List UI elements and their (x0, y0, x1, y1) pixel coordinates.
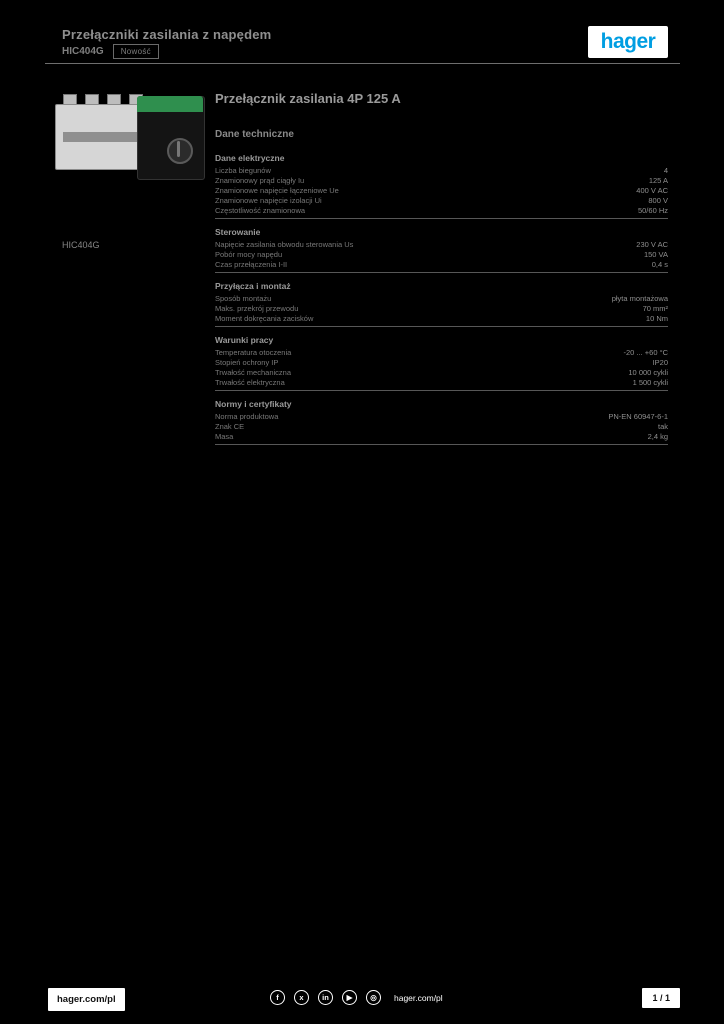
instagram-icon[interactable]: ◎ (366, 990, 381, 1005)
spec-row: Częstotliwość znamionowa 50/60 Hz (215, 205, 668, 215)
spec-label: Napięcie zasilania obwodu sterowania Us (215, 239, 354, 249)
spec-value: płyta montażowa (611, 293, 668, 303)
spec-group-title: Sterowanie (215, 227, 261, 237)
spec-group-title: Normy i certyfikaty (215, 399, 292, 409)
spec-row: Liczba biegunów 4 (215, 165, 668, 175)
spec-value: -20 ... +60 °C (623, 347, 668, 357)
spec-value: 1 500 cykli (632, 377, 668, 387)
footer-website-link[interactable]: hager.com/pl (48, 988, 125, 1011)
hager-logo: hager (588, 26, 668, 58)
spec-row: Norma produktowa PN-EN 60947-6-1 (215, 411, 668, 421)
spec-row: Czas przełączenia I-II 0,4 s (215, 259, 668, 269)
spec-group-title: Przyłącza i montaż (215, 281, 291, 291)
spec-value: PN-EN 60947-6-1 (608, 411, 668, 421)
spec-value: IP20 (652, 357, 668, 367)
spec-row: Trwałość mechaniczna 10 000 cykli (215, 367, 668, 377)
spec-row: Znamionowe napięcie izolacji Ui 800 V (215, 195, 668, 205)
spec-row: Moment dokręcania zacisków 10 Nm (215, 313, 668, 323)
spec-label: Temperatura otoczenia (215, 347, 292, 357)
product-image (55, 88, 205, 184)
spec-row: Pobór mocy napędu 150 VA (215, 249, 668, 259)
spec-value: 4 (663, 165, 668, 175)
header-subline: HIC404G Nowość (62, 44, 159, 59)
spec-group-title: Warunki pracy (215, 335, 274, 345)
motor-label-strip (137, 96, 203, 112)
footer-website-text[interactable]: hager.com/pl (394, 992, 443, 1003)
spec-value: 125 A (648, 175, 668, 185)
facebook-icon[interactable]: f (270, 990, 285, 1005)
spec-value: 2,4 kg (647, 431, 668, 441)
spec-row: Napięcie zasilania obwodu sterowania Us 2… (215, 239, 668, 249)
spec-value: 10 Nm (645, 313, 668, 323)
spec-label: Trwałość elektryczna (215, 377, 285, 387)
spec-row: Znak CE tak (215, 421, 668, 431)
spec-row: Stopień ochrony IP IP20 (215, 357, 668, 367)
spec-label: Norma produktowa (215, 411, 279, 421)
product-title: Przełącznik zasilania 4P 125 A (215, 91, 401, 106)
spec-label: Trwałość mechaniczna (215, 367, 291, 377)
specs-section-title: Dane techniczne (215, 129, 294, 140)
page-title: Przełączniki zasilania z napędem (62, 27, 272, 42)
spec-row: Sposób montażu płyta montażowa (215, 293, 668, 303)
spec-value: 230 V AC (636, 239, 668, 249)
spec-row: Znamionowy prąd ciągły Iu 125 A (215, 175, 668, 185)
spec-label: Liczba biegunów (215, 165, 271, 175)
spec-value: 400 V AC (636, 185, 668, 195)
spec-value: 0,4 s (651, 259, 668, 269)
spec-label: Znamionowe napięcie izolacji Ui (215, 195, 322, 205)
spec-label: Znak CE (215, 421, 245, 431)
spec-label: Maks. przekrój przewodu (215, 303, 299, 313)
spec-label: Stopień ochrony IP (215, 357, 279, 367)
side-reference-code: HIC404G (62, 240, 100, 250)
rotary-knob-handle (177, 141, 180, 157)
hager-logo-text: hager (600, 30, 656, 53)
page-number: 1 / 1 (642, 988, 680, 1008)
switch-contact-bar (63, 132, 143, 142)
spec-label: Znamionowy prąd ciągły Iu (215, 175, 305, 185)
spec-row: Temperatura otoczenia -20 ... +60 °C (215, 347, 668, 357)
spec-label: Czas przełączenia I-II (215, 259, 288, 269)
product-reference: HIC404G (62, 46, 104, 57)
spec-label: Pobór mocy napędu (215, 249, 283, 259)
spec-row: Znamionowe napięcie łączeniowe Ue 400 V A… (215, 185, 668, 195)
spec-group-title: Dane elektryczne (215, 153, 285, 163)
spec-label: Masa (215, 431, 234, 441)
spec-label: Moment dokręcania zacisków (215, 313, 314, 323)
youtube-icon[interactable]: ▶ (342, 990, 357, 1005)
spec-value: 800 V (648, 195, 668, 205)
spec-row: Trwałość elektryczna 1 500 cykli (215, 377, 668, 387)
spec-label: Częstotliwość znamionowa (215, 205, 306, 215)
spec-label: Sposób montażu (215, 293, 272, 303)
spec-value: tak (657, 421, 668, 431)
linkedin-icon[interactable]: in (318, 990, 333, 1005)
x-icon[interactable]: x (294, 990, 309, 1005)
new-product-badge: Nowość (112, 44, 159, 59)
header-divider (45, 63, 680, 64)
spec-row: Maks. przekrój przewodu 70 mm² (215, 303, 668, 313)
spec-row: Masa 2,4 kg (215, 431, 668, 441)
spec-value: 150 VA (643, 249, 668, 259)
spec-label: Znamionowe napięcie łączeniowe Ue (215, 185, 339, 195)
spec-value: 70 mm² (642, 303, 668, 313)
spec-value: 50/60 Hz (637, 205, 668, 215)
rotary-knob-icon (167, 138, 193, 164)
spec-value: 10 000 cykli (628, 367, 668, 377)
